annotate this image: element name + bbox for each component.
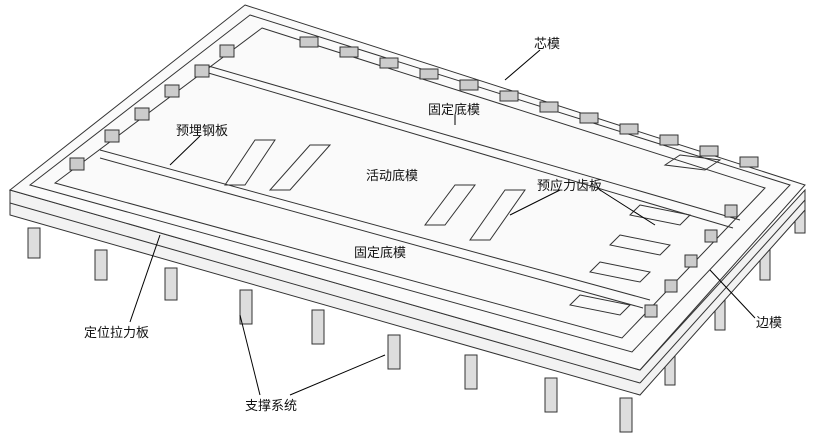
tooth-slots bbox=[224, 139, 722, 316]
label-prestress-tooth-plate: 预应力齿板 bbox=[537, 179, 603, 194]
label-movable-bottom-mold: 活动底模 bbox=[366, 169, 419, 184]
label-fixed-bottom-mold-top: 固定底模 bbox=[428, 103, 481, 118]
label-side-mold: 边模 bbox=[756, 316, 783, 331]
label-fixed-bottom-mold-bottom: 固定底模 bbox=[354, 246, 407, 261]
label-core-mold: 芯模 bbox=[534, 37, 561, 52]
label-support-system: 支撑系统 bbox=[245, 399, 298, 414]
core-mold-boxes bbox=[69, 36, 759, 318]
label-positioning-tension-plate: 定位拉力板 bbox=[84, 326, 150, 341]
support-legs bbox=[27, 204, 806, 433]
label-embedded-steel-plate: 预埋钢板 bbox=[176, 124, 229, 139]
outer-frame bbox=[8, 4, 806, 371]
leader-lines bbox=[129, 49, 756, 396]
